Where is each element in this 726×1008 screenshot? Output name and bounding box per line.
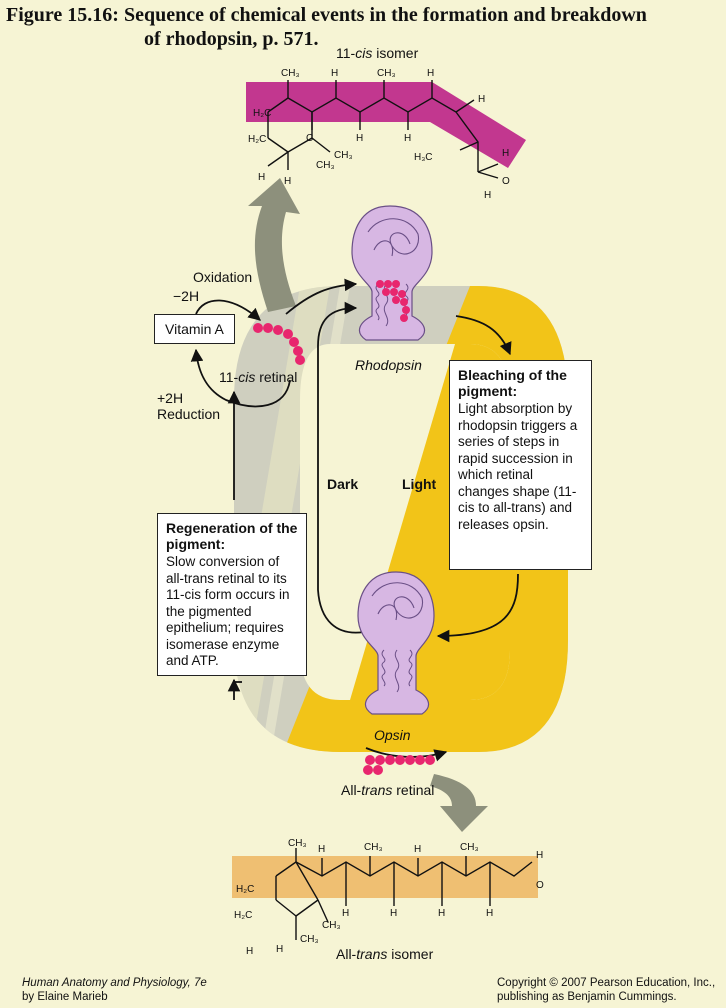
svg-text:CH₃: CH₃	[377, 68, 396, 79]
minus-2h-label: −2H	[173, 288, 200, 304]
svg-text:CH₃: CH₃	[364, 842, 383, 853]
svg-text:H: H	[318, 844, 325, 855]
rhodopsin-retinal	[376, 280, 410, 322]
svg-text:H: H	[390, 908, 397, 919]
svg-text:H₂C: H₂C	[253, 108, 271, 119]
oxidation-arrow	[195, 299, 261, 321]
svg-text:H: H	[331, 68, 338, 79]
release-arrow	[365, 747, 448, 762]
reduction-arrow	[190, 348, 291, 408]
light-label: Light	[402, 476, 437, 492]
cis-isomer-structure	[267, 80, 499, 179]
svg-text:H: H	[356, 133, 363, 144]
opsin-label: Opsin	[374, 727, 411, 743]
oxidation-label: Oxidation	[193, 269, 253, 285]
bleaching-box: Bleaching of the pigment: Light absorpti…	[449, 360, 592, 570]
svg-text:CH₃: CH₃	[300, 934, 319, 945]
trans-isomer-label: All-trans isomer	[336, 946, 434, 962]
svg-text:CH₃: CH₃	[334, 150, 353, 161]
svg-text:H: H	[246, 946, 253, 957]
dark-label: Dark	[327, 476, 359, 492]
svg-text:H: H	[484, 190, 491, 201]
svg-text:H: H	[414, 844, 421, 855]
svg-text:CH₃: CH₃	[322, 920, 341, 931]
regeneration-box: Regeneration of the pigment: Slow conver…	[157, 513, 307, 676]
cis-isomer-label: 11-cis isomer	[336, 45, 419, 61]
svg-text:H: H	[486, 908, 493, 919]
bleaching-arrow	[455, 315, 512, 356]
all-trans-retinal-label: All-trans retinal	[341, 782, 435, 798]
cis-isomer-band	[246, 82, 526, 168]
svg-text:H: H	[404, 133, 411, 144]
svg-text:H₂C: H₂C	[248, 134, 266, 145]
cis-retinal-dots	[253, 323, 305, 365]
svg-text:H₂C: H₂C	[234, 910, 252, 921]
svg-text:CH₃: CH₃	[281, 68, 300, 79]
regeneration-heading: Regeneration of the pigment:	[166, 520, 298, 552]
svg-text:H: H	[478, 94, 485, 105]
svg-text:H: H	[258, 172, 265, 183]
cis-retinal-label: 11-cis retinal	[219, 369, 298, 385]
to-opsin-arrow	[436, 573, 519, 643]
bleaching-heading: Bleaching of the pigment:	[458, 367, 567, 399]
title-line-1: Figure 15.16: Sequence of chemical event…	[6, 4, 647, 26]
svg-text:H: H	[502, 148, 509, 159]
trans-isomer-structure	[275, 848, 533, 940]
svg-text:H: H	[536, 850, 543, 861]
dark-arrow	[317, 301, 365, 634]
svg-text:H₂C: H₂C	[236, 884, 254, 895]
trans-retinal-dots	[363, 755, 435, 775]
svg-text:O: O	[502, 176, 510, 187]
svg-text:H: H	[284, 176, 291, 187]
trans-output-arrow	[430, 774, 488, 832]
footer-book: Human Anatomy and Physiology, 7e	[22, 977, 207, 989]
svg-text:C: C	[306, 133, 313, 144]
footer-right: Copyright © 2007 Pearson Education, Inc.…	[497, 976, 721, 1004]
footer-publisher: publishing as Benjamin Cummings.	[497, 991, 677, 1003]
opsin-protein	[357, 571, 435, 715]
reaction-arrows	[190, 278, 519, 762]
rhodopsin-protein	[351, 205, 433, 341]
footer-author: by Elaine Marieb	[22, 991, 108, 1003]
svg-text:H: H	[342, 908, 349, 919]
reduction-label: Reduction	[157, 406, 221, 422]
figure-title: Figure 15.16: Sequence of chemical event…	[6, 3, 720, 51]
svg-text:H₃C: H₃C	[414, 152, 433, 163]
plus-2h-label: +2H	[157, 390, 184, 406]
svg-text:CH₃: CH₃	[460, 842, 479, 853]
oxidation-output-arrow	[248, 178, 300, 312]
to-rhodopsin-arrow	[285, 278, 358, 315]
title-line-2: of rhodopsin, p. 571.	[144, 28, 319, 50]
svg-text:H: H	[427, 68, 434, 79]
rhodopsin-label: Rhodopsin	[355, 357, 422, 373]
svg-text:CH₃: CH₃	[288, 838, 307, 849]
trans-isomer-band	[232, 856, 538, 898]
svg-text:H: H	[438, 908, 445, 919]
svg-text:O: O	[536, 880, 544, 891]
svg-text:CH₃: CH₃	[316, 160, 335, 171]
footer-copyright: Copyright © 2007 Pearson Education, Inc.…	[497, 977, 716, 989]
svg-text:H: H	[276, 944, 283, 955]
bleaching-body: Light absorption by rhodopsin triggers a…	[458, 401, 578, 532]
footer-left: Human Anatomy and Physiology, 7e by Elai…	[22, 976, 207, 1004]
vitamin-a-box: Vitamin A	[154, 314, 235, 344]
regeneration-body: Slow conversion of all-trans retinal to …	[166, 554, 290, 668]
